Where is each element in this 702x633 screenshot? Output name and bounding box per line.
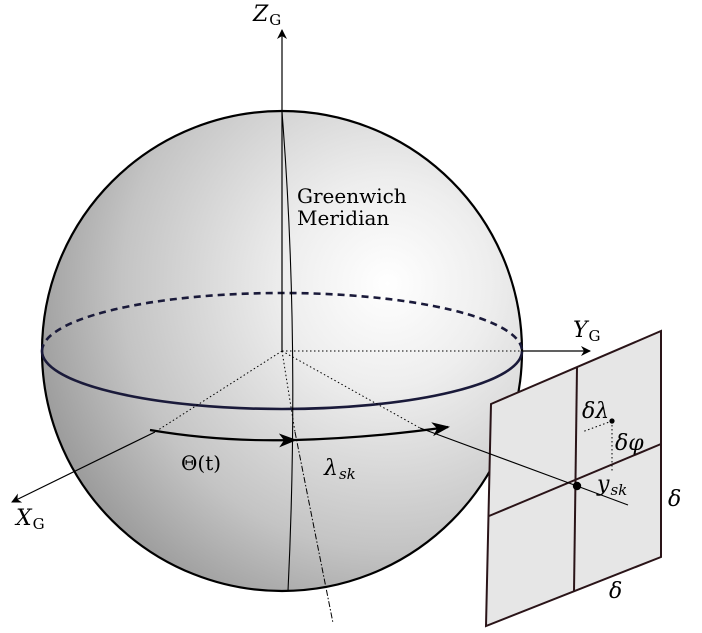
z-axis-label: ZG — [252, 2, 281, 29]
theta-arc — [149, 428, 297, 448]
ground-point — [572, 481, 582, 491]
delta-side-label: δ — [668, 487, 681, 512]
delta-bottom-label: δ — [609, 579, 622, 604]
center-to-meridian-line — [281, 350, 296, 433]
svg-text:YG: YG — [573, 318, 601, 345]
svg-text:λsk: λsk — [323, 456, 356, 483]
panel-grid-horizontal — [488, 443, 662, 517]
y-axis-label: YG — [573, 318, 601, 345]
theta-label: Θ(t) — [181, 451, 221, 475]
meridian-label-line2: Meridian — [297, 206, 389, 230]
y-sk-label: ysk — [596, 472, 627, 499]
delta-lambda-dotted — [581, 420, 613, 433]
greenwich-meridian-line — [281, 111, 294, 592]
center-to-x-line — [154, 350, 283, 433]
dashdot-line — [294, 431, 334, 624]
meridian-label-line1: Greenwich — [297, 184, 407, 208]
tangent-panel — [484, 329, 662, 628]
svg-text:XG: XG — [14, 506, 45, 533]
svg-text:ysk: ysk — [596, 472, 627, 499]
boresight-line-out — [576, 485, 629, 506]
lambda-arc — [294, 422, 450, 442]
svg-text:ZG: ZG — [252, 2, 281, 29]
x-axis — [11, 431, 156, 503]
offset-point — [609, 418, 615, 424]
equator-front — [40, 350, 524, 411]
x-axis-label: XG — [14, 506, 45, 533]
delta-phi-label: δφ — [615, 431, 644, 456]
delta-lambda-label: δλ — [582, 399, 609, 424]
lambda-label: λsk — [323, 456, 356, 483]
boresight-line-in — [419, 427, 578, 487]
